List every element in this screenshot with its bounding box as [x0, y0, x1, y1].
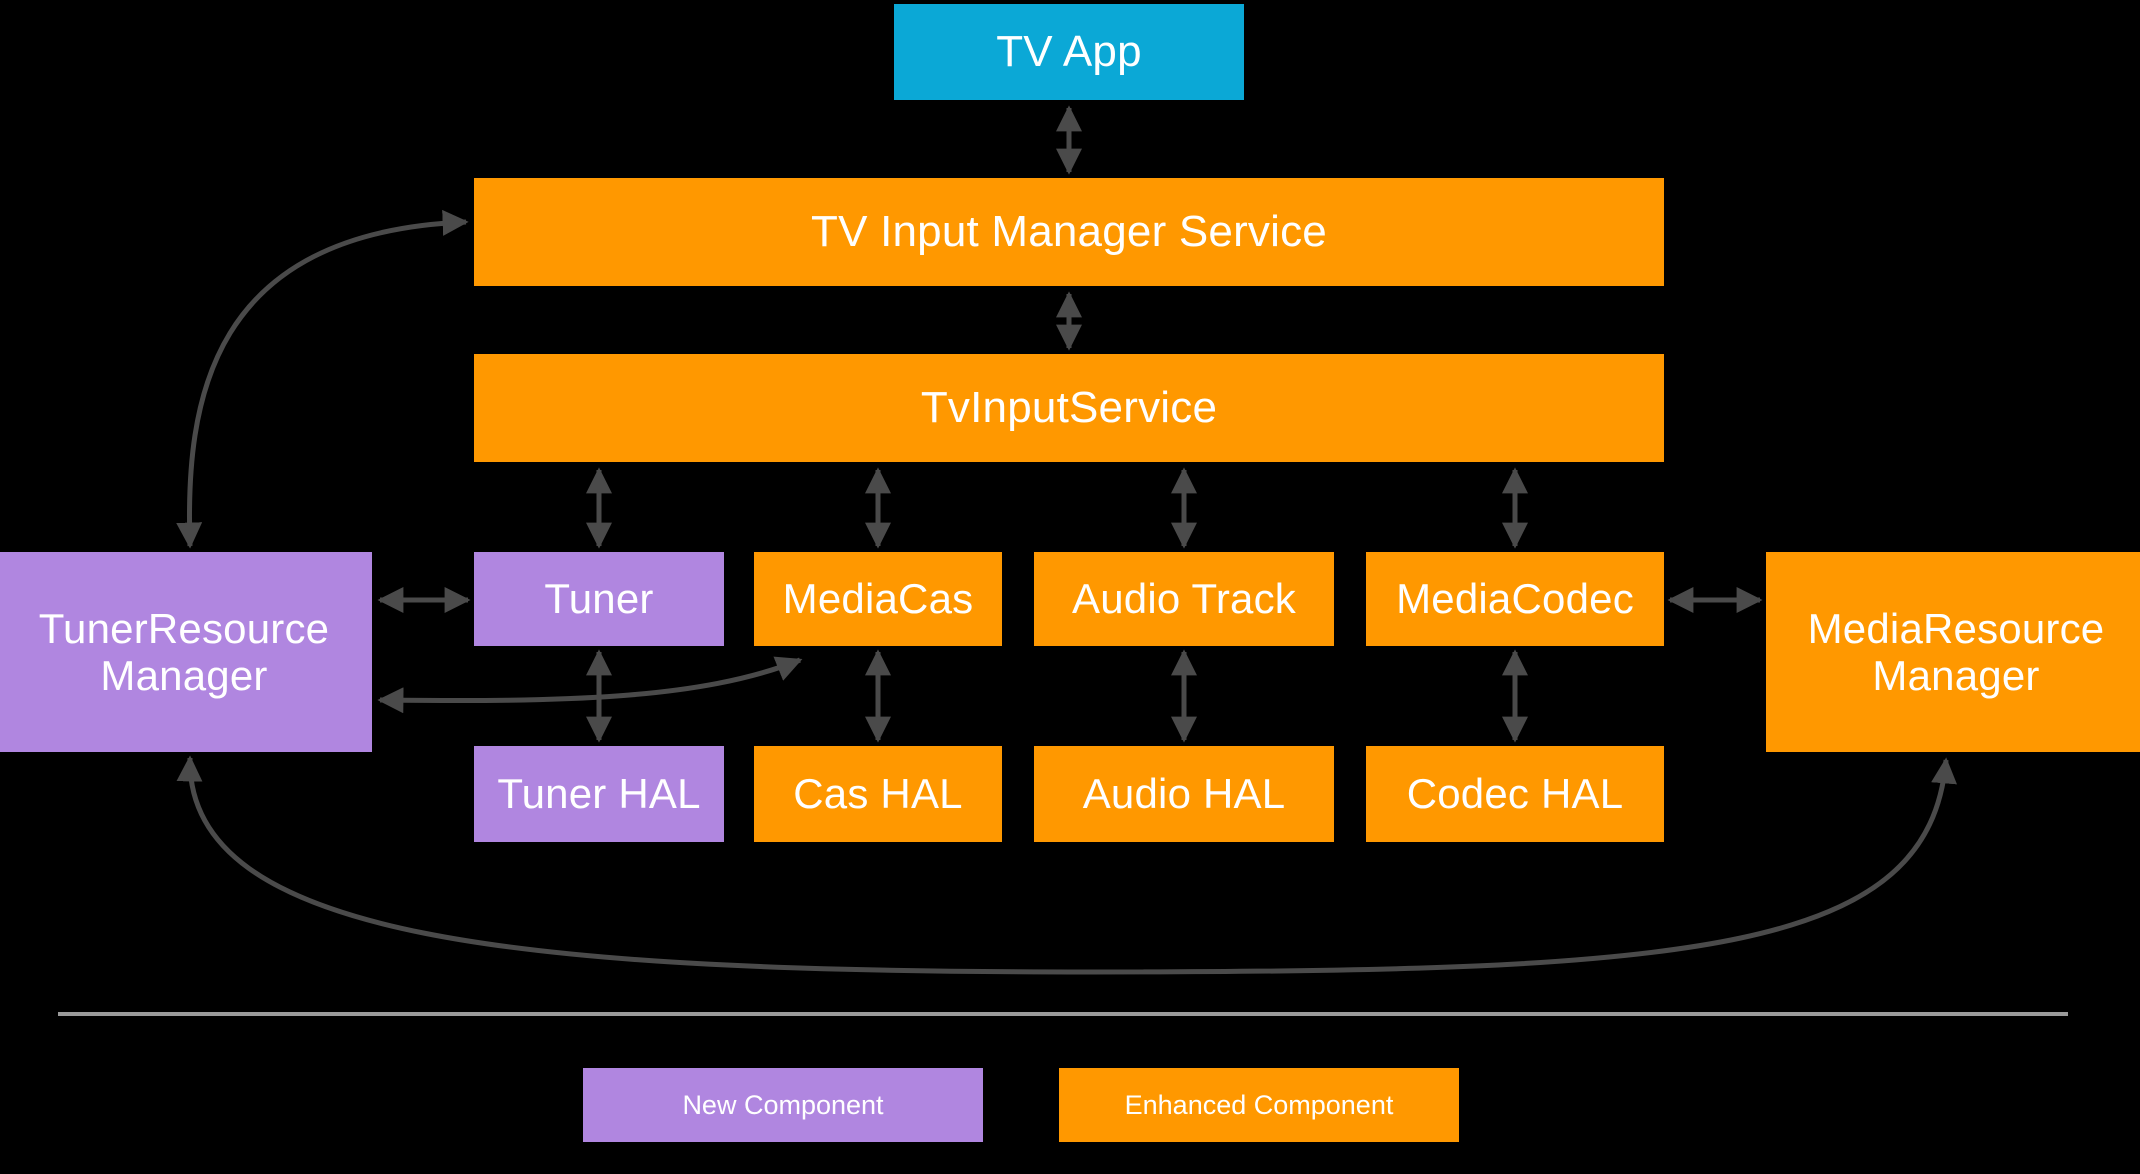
node-audio-hal[interactable]: Audio HAL [1034, 746, 1334, 842]
node-cas-hal[interactable]: Cas HAL [754, 746, 1002, 842]
node-tv-app[interactable]: TV App [894, 4, 1244, 100]
edge-trm-timservice-curve [176, 209, 469, 549]
legend-divider [58, 1012, 2068, 1016]
node-audio-track[interactable]: Audio Track [1034, 552, 1334, 646]
legend-item-enhanced-component: Enhanced Component [1059, 1068, 1459, 1142]
edge-trm-mediacas-curve [377, 656, 803, 714]
node-tv-input-manager-service[interactable]: TV Input Manager Service [474, 178, 1664, 286]
node-tuner-resource-manager[interactable]: TunerResource Manager [0, 552, 372, 752]
node-codec-hal[interactable]: Codec HAL [1366, 746, 1664, 842]
node-tuner[interactable]: Tuner [474, 552, 724, 646]
node-tv-input-service[interactable]: TvInputService [474, 354, 1664, 462]
legend-item-new-component: New Component [583, 1068, 983, 1142]
node-tuner-hal[interactable]: Tuner HAL [474, 746, 724, 842]
node-media-resource-manager[interactable]: MediaResource Manager [1766, 552, 2140, 752]
node-media-codec[interactable]: MediaCodec [1366, 552, 1664, 646]
node-media-cas[interactable]: MediaCas [754, 552, 1002, 646]
